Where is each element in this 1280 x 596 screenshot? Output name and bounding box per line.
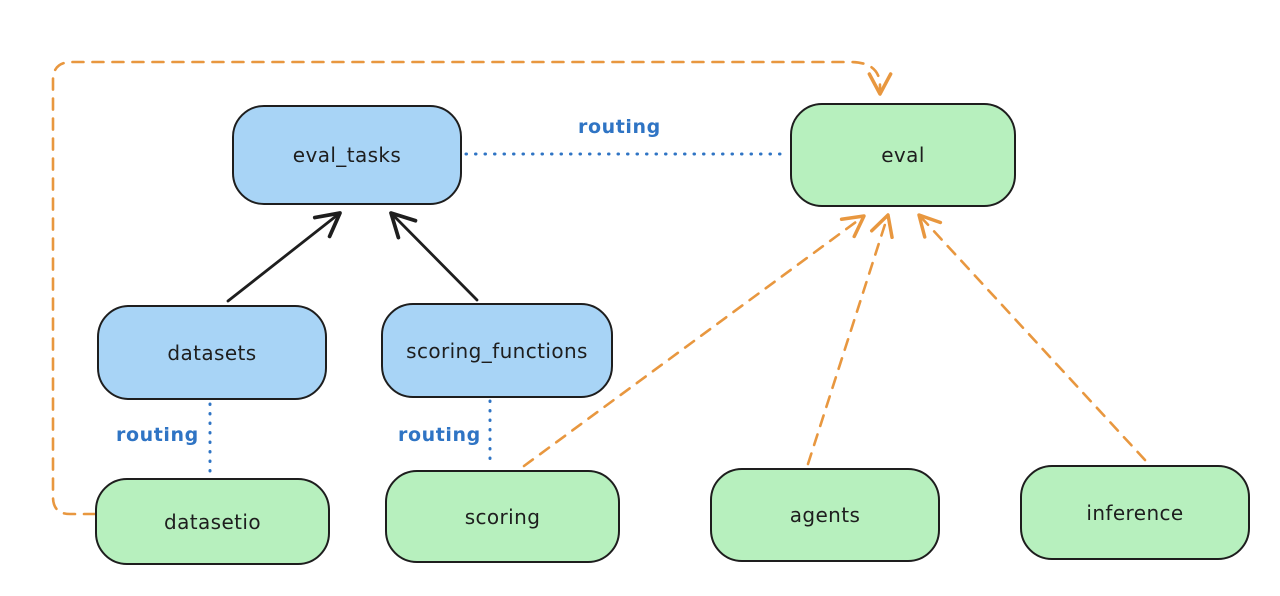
routing-label-datasets-datasetio: routing bbox=[116, 424, 199, 446]
node-datasetio-label: datasetio bbox=[163, 509, 261, 534]
node-inference: inference bbox=[1020, 465, 1250, 560]
node-agents: agents bbox=[710, 468, 940, 562]
edge-datasetio-to-eval-dashed bbox=[51, 60, 893, 516]
node-inference-label: inference bbox=[1086, 500, 1184, 525]
node-agents-label: agents bbox=[789, 503, 861, 527]
node-eval-label: eval bbox=[881, 143, 925, 167]
routing-label-scoring-functions-scoring: routing bbox=[398, 424, 481, 446]
node-datasets-label: datasets bbox=[167, 340, 257, 365]
routing-label-eval-tasks-eval: routing bbox=[578, 116, 661, 138]
edge-datasets-to-eval-tasks bbox=[226, 211, 342, 303]
edge-scoring-to-eval-dashed bbox=[522, 214, 866, 468]
edge-agents-to-eval-dashed bbox=[806, 213, 894, 466]
edge-inference-to-eval-dashed bbox=[917, 213, 1147, 462]
edge-scoring-functions-to-eval-tasks bbox=[389, 211, 479, 302]
node-eval-tasks-label: eval_tasks bbox=[292, 143, 402, 167]
node-datasets: datasets bbox=[97, 305, 327, 400]
node-scoring: scoring bbox=[385, 470, 620, 563]
node-scoring-functions-label: scoring_functions bbox=[406, 338, 588, 363]
node-scoring-functions: scoring_functions bbox=[381, 303, 613, 398]
node-datasetio: datasetio bbox=[95, 478, 330, 565]
node-eval-tasks: eval_tasks bbox=[232, 105, 462, 205]
node-scoring-label: scoring bbox=[464, 504, 541, 529]
node-eval: eval bbox=[790, 103, 1016, 207]
